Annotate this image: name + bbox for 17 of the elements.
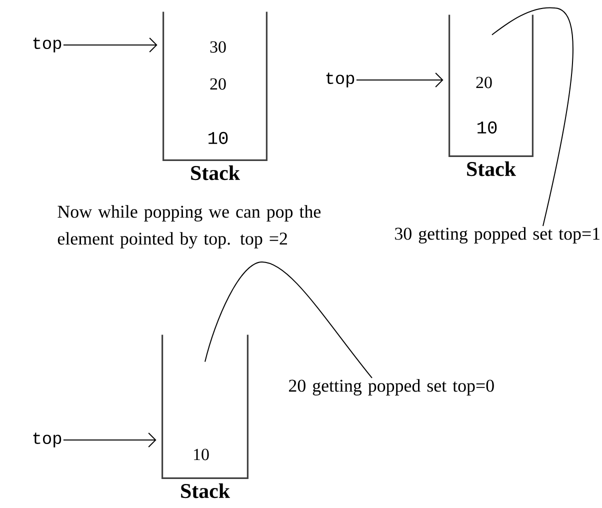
leader-line (204, 262, 372, 378)
stack-item: 10 (194, 448, 209, 460)
pointer-label: top (326, 72, 354, 88)
pointer-label: top (33, 432, 62, 448)
note-text: 30 getting popped set top=1 (395, 227, 600, 244)
pointer-label: top (33, 38, 62, 52)
note-text: Now while popping we can pop the element pointed by top. top =2 (58, 205, 321, 248)
arrow (62, 38, 158, 52)
stack-item: 20 (476, 76, 492, 88)
stack-item: 10 (478, 121, 497, 134)
stack-item: 20 (210, 78, 226, 90)
arrow (62, 432, 156, 448)
stack-item: 10 (208, 132, 228, 144)
note-text: 20 getting popped set top=0 (288, 379, 494, 396)
leader-line (492, 7, 574, 226)
stack-item: 30 (210, 41, 226, 53)
arrow (356, 72, 444, 88)
